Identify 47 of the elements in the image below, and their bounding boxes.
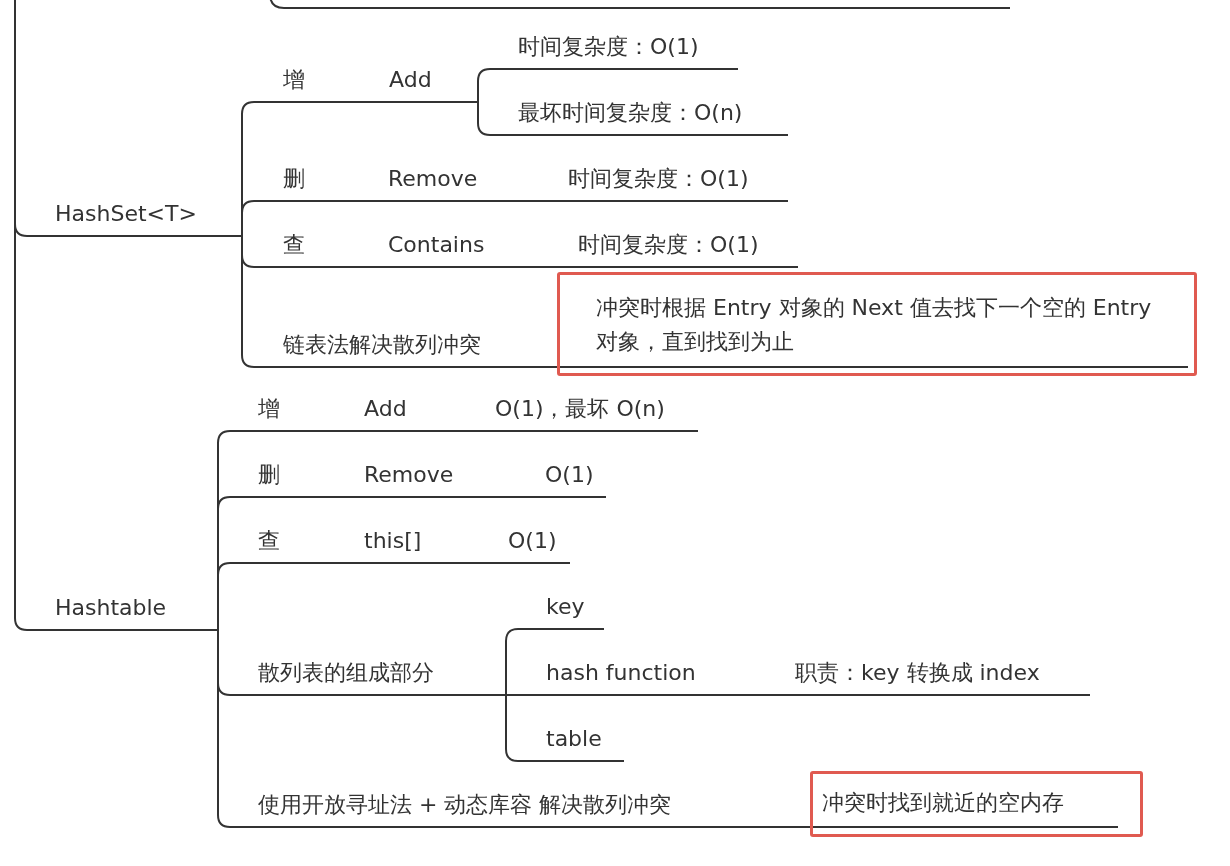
topic-label: 查 [230, 523, 320, 564]
topic-label: O(1)，最坏 O(n) [480, 391, 698, 432]
connector-line [344, 101, 376, 103]
topic-label: Hashtable [27, 590, 218, 631]
connector-line [319, 562, 351, 564]
connector-line [539, 366, 558, 368]
connector-line [544, 266, 551, 268]
topic-label: Add [350, 391, 470, 432]
highlighted-note: 冲突时根据 Entry 对象的 Next 值去找下一个空的 Entry 对象，直到找到为止 [557, 272, 1197, 376]
topic-label: Remove [375, 161, 540, 202]
topic-label: HashSet<T> [27, 196, 242, 237]
connector-line [519, 496, 531, 498]
connector-line [344, 266, 376, 268]
topic-label: 时间复杂度：O(1) [545, 161, 788, 202]
topic-label: 职责：key 转换成 index [770, 655, 1090, 696]
connector-line [319, 430, 351, 432]
topic-label: 时间复杂度：O(1) [490, 29, 738, 70]
topic-label: 增 [230, 391, 320, 432]
topic-label: 最坏时间复杂度：O(n) [490, 95, 788, 136]
connector-line [241, 200, 255, 237]
connector-line [789, 826, 811, 828]
topic-label: Add [375, 62, 478, 103]
topic-label: this[] [350, 523, 470, 564]
topic-label: 增 [254, 62, 345, 103]
topic-label: Contains [375, 227, 545, 268]
topic-label: 散列表的组成部分 [230, 655, 506, 696]
topic-label: 删 [230, 457, 320, 498]
connector-line [539, 200, 546, 202]
connector-line [739, 694, 771, 696]
topic-label: O(1) [530, 457, 606, 498]
highlighted-note: 冲突时找到就近的空内存 [810, 771, 1143, 837]
topic-label: Remove [350, 457, 520, 498]
topic-label: 使用开放寻址法 + 动态库容 解决散列冲突 [230, 787, 790, 828]
topic-label: table [518, 721, 624, 762]
connector-line [505, 694, 519, 696]
connector-line [217, 562, 231, 631]
topic-label: O(1) [480, 523, 570, 564]
topic-label: 链表法解决散列冲突 [254, 327, 540, 368]
connector-line [319, 496, 351, 498]
topic-label: hash function [518, 655, 740, 696]
topic-label: 删 [254, 161, 345, 202]
topic-label: key [518, 589, 604, 630]
topic-label: 查 [254, 227, 345, 268]
topic-label: 时间复杂度：O(1) [550, 227, 798, 268]
connector-line [469, 562, 481, 564]
connector-line [344, 200, 376, 202]
connector-line [469, 430, 481, 432]
